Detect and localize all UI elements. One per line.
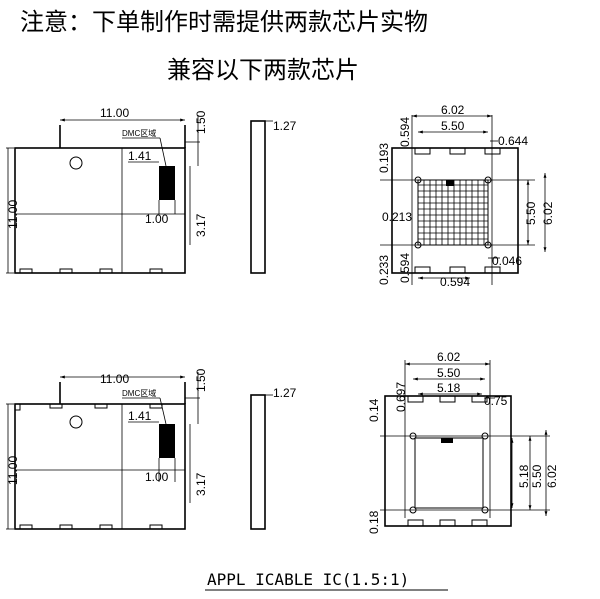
dmc-area-bottom <box>159 424 175 458</box>
bottom-pad-014: 0.14 <box>367 398 381 422</box>
top-side-view <box>250 120 266 274</box>
top-pad-602: 6.02 <box>441 103 465 117</box>
bottom-pad-0697: 0.697 <box>394 382 408 412</box>
bottom-front-view <box>14 382 186 530</box>
top-pad-0594b: 0.594 <box>398 253 412 283</box>
bottom-thickness-dim: 1.27 <box>273 386 297 400</box>
bottom-right-dim: 1.50 <box>194 368 208 392</box>
top-dmc-label: DMC区域 <box>122 128 156 138</box>
bottom-width-dim: 11.00 <box>100 372 129 386</box>
top-dim-141: 1.41 <box>128 149 152 163</box>
top-thickness-dim: 1.27 <box>273 119 297 133</box>
bottom-pad-r518: 5.18 <box>517 464 531 488</box>
top-width-dim: 11.00 <box>100 106 129 120</box>
top-pad-view <box>380 115 535 285</box>
top-pad-0594a: 0.594 <box>398 117 412 147</box>
top-pad-r550: 5.50 <box>524 201 538 225</box>
top-pad-0193: 0.193 <box>377 143 391 173</box>
footer-caption: APPL ICABLE IC(1.5:1) <box>207 570 409 589</box>
bottom-pad-view <box>380 360 550 527</box>
top-pad-0644: 0.644 <box>498 134 528 148</box>
top-pad-550: 5.50 <box>441 119 465 133</box>
bottom-pad-r550: 5.50 <box>530 464 544 488</box>
top-front-view <box>14 125 186 274</box>
bottom-dim-317: 3.17 <box>194 472 208 496</box>
bottom-pad-018: 0.18 <box>367 510 381 534</box>
bottom-dim-100: 1.00 <box>145 470 169 484</box>
note-heading: 注意：下单制作时需提供两款芯片实物 <box>20 8 428 36</box>
top-pad-0594c: 0.594 <box>440 275 470 289</box>
top-pad-r602: 6.02 <box>541 201 555 225</box>
top-dim-100: 1.00 <box>145 212 169 226</box>
bottom-pad-518: 5.18 <box>437 381 461 395</box>
bottom-dmc-label: DMC区域 <box>122 388 156 398</box>
top-pad-0213: 0.213 <box>382 210 412 224</box>
bottom-side-view <box>250 394 266 530</box>
bottom-pad-602: 6.02 <box>437 350 461 364</box>
top-pad-0233: 0.233 <box>377 255 391 285</box>
bottom-pad-550: 5.50 <box>437 366 461 380</box>
bottom-height-dim: 11.00 <box>6 456 20 485</box>
bottom-pad-075: 0.75 <box>484 394 508 408</box>
top-right-dim: 1.50 <box>194 110 208 134</box>
top-dim-317: 3.17 <box>194 213 208 237</box>
dmc-area <box>159 166 175 200</box>
top-height-dim: 11.00 <box>6 200 20 229</box>
compatible-heading: 兼容以下两款芯片 <box>167 56 359 84</box>
top-pad-0046: 0.046 <box>492 254 522 268</box>
bottom-dim-141: 1.41 <box>128 409 152 423</box>
bottom-pad-r602: 6.02 <box>545 464 559 488</box>
